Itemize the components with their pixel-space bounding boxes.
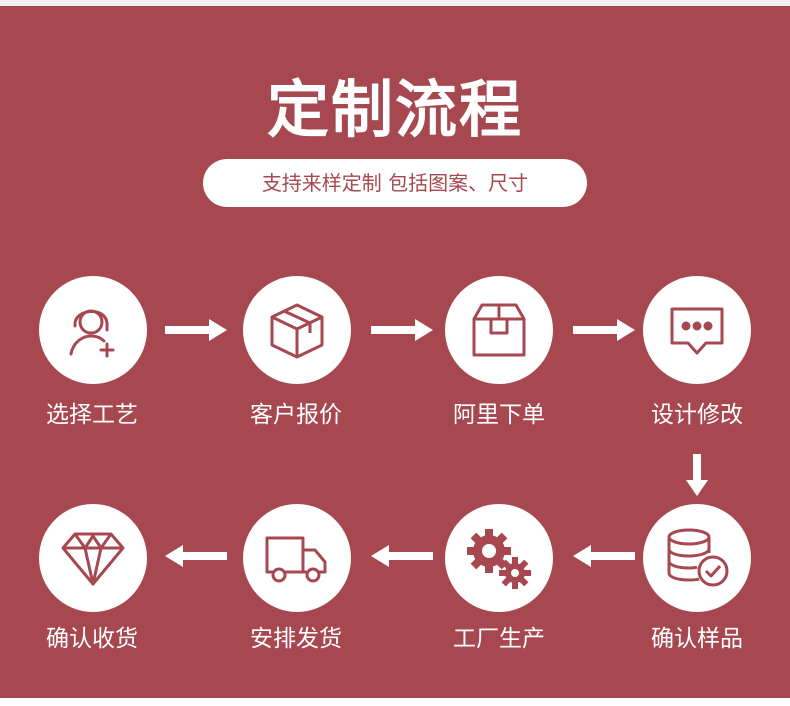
arrow-down-icon — [686, 454, 708, 496]
arrow-left-icon — [165, 545, 227, 567]
step-circle-order — [445, 276, 553, 384]
gears-icon — [463, 525, 535, 591]
step-label-2: 客户报价 — [250, 402, 342, 428]
step-label-6: 工厂生产 — [453, 626, 545, 652]
step-circle-produce — [445, 504, 553, 612]
arrow-left-icon — [371, 545, 433, 567]
subtitle-text: 支持来样定制 包括图案、尺寸 — [261, 171, 529, 195]
subtitle-pill: 支持来样定制 包括图案、尺寸 — [203, 159, 587, 207]
customer-service-icon — [61, 298, 125, 362]
page-title: 定制流程 — [266, 73, 523, 146]
chat-icon — [664, 297, 730, 363]
step-circle-ship — [243, 504, 351, 612]
database-check-icon — [663, 525, 731, 591]
arrow-right-icon — [165, 319, 227, 341]
step-label-5: 确认样品 — [651, 626, 743, 652]
step-label-8: 确认收货 — [46, 626, 138, 652]
step-label-3: 阿里下单 — [453, 402, 545, 428]
package-icon — [466, 297, 532, 363]
truck-icon — [263, 528, 331, 588]
arrow-right-icon — [371, 319, 433, 341]
step-circle-select-craft — [39, 276, 147, 384]
diamond-icon — [59, 528, 127, 588]
box-icon — [264, 297, 330, 363]
step-label-7: 安排发货 — [250, 626, 342, 652]
step-label-4: 设计修改 — [651, 402, 743, 428]
arrow-right-icon — [573, 319, 635, 341]
step-circle-receive — [39, 504, 147, 612]
step-circle-quote — [243, 276, 351, 384]
step-circle-design — [643, 276, 751, 384]
step-label-1: 选择工艺 — [46, 402, 138, 428]
step-circle-confirm-sample — [643, 504, 751, 612]
arrow-left-icon — [573, 545, 635, 567]
